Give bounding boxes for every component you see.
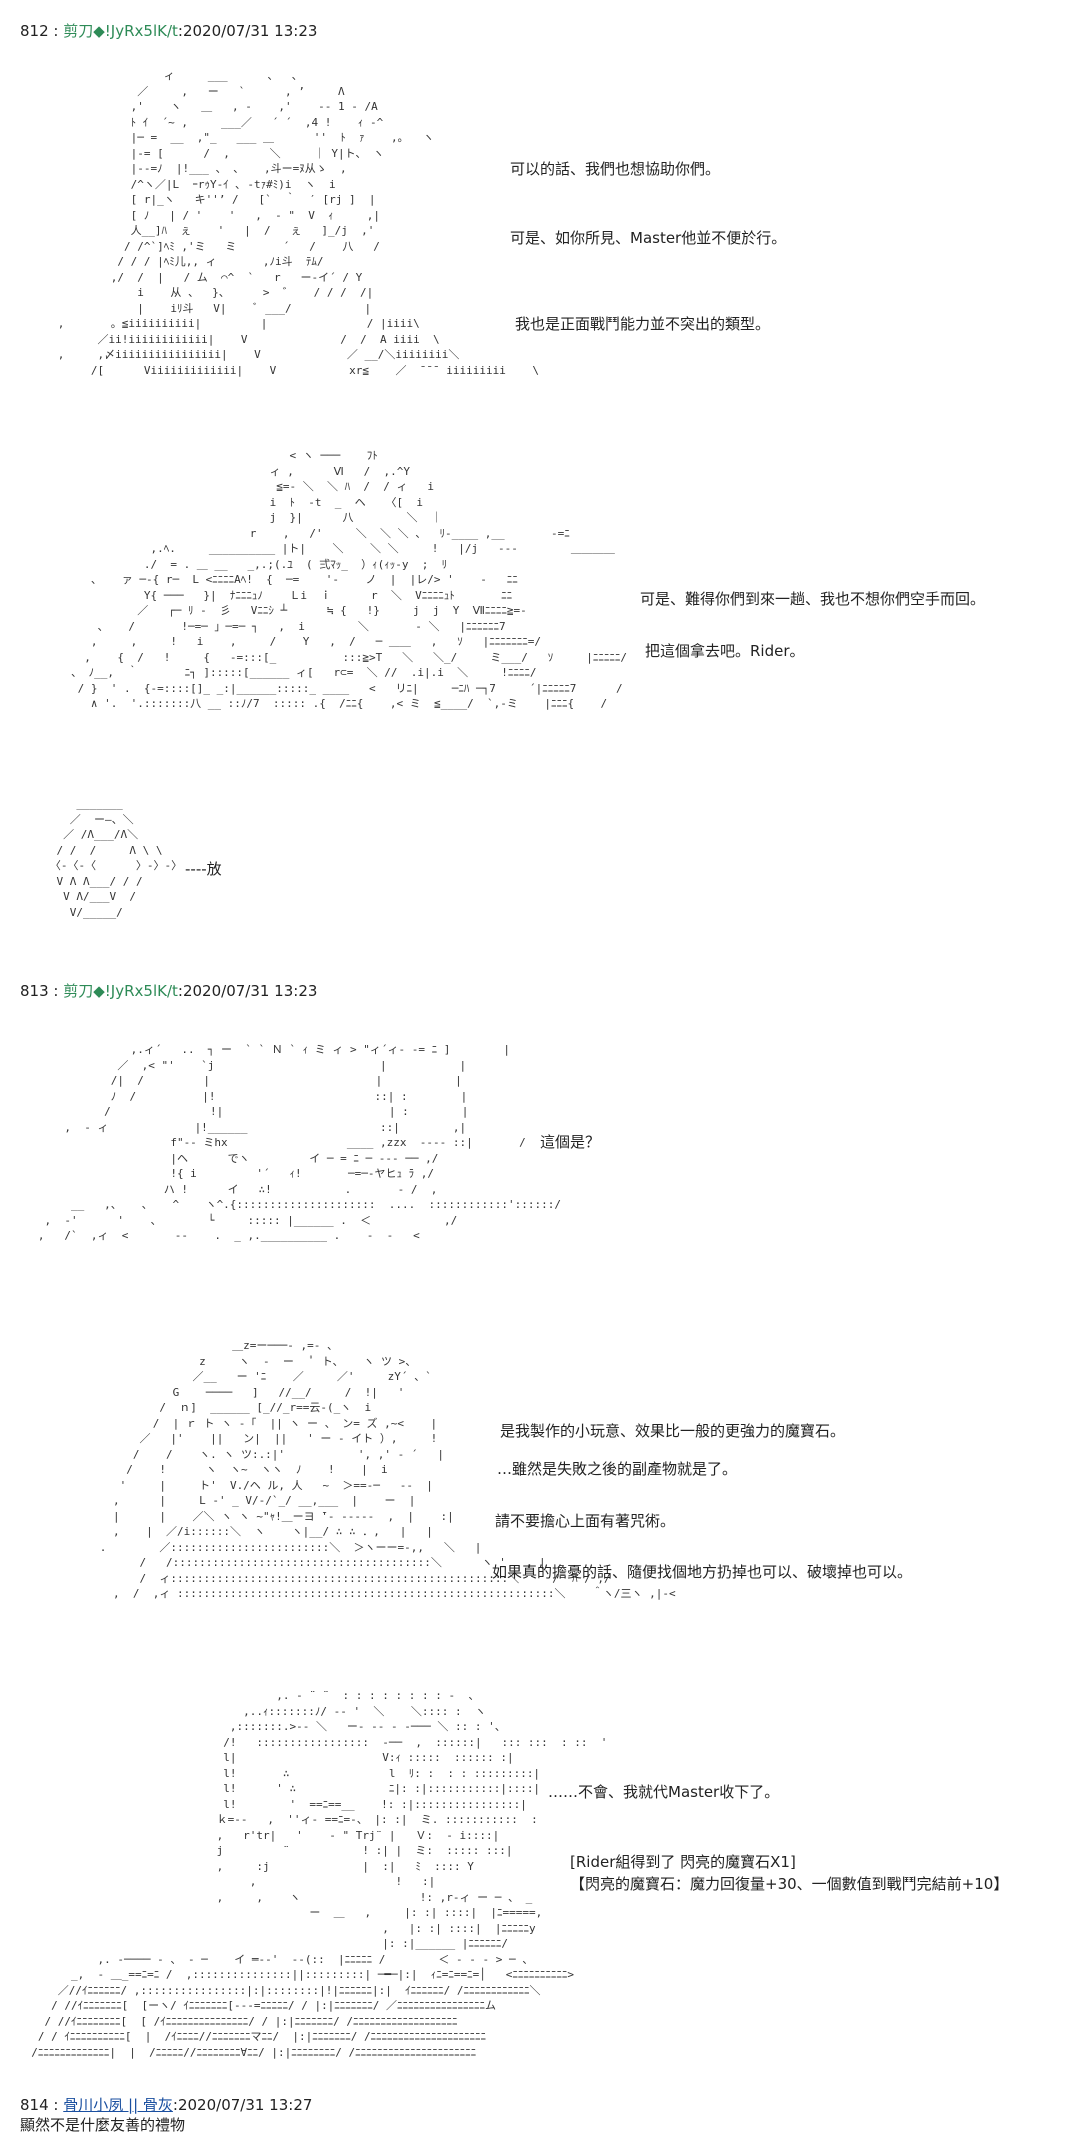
post-header: 812 : 剪刀◆!JyRx5lK/t:2020/07/31 13:23 [20,22,318,40]
system-message: [Rider組得到了 閃亮的魔寶石X1] [570,1853,796,1871]
poster-name[interactable]: 骨川小夙 || 骨灰 [63,2096,173,2114]
poster-name[interactable]: 剪刀◆ [63,982,105,1000]
system-message: 【閃亮的魔寶石：魔力回復量+30、一個數值到戰鬥完結前+10】 [570,1875,1009,1893]
dialogue-line: …雖然是失敗之後的副產物就是了。 [497,1460,738,1478]
dialogue-line: 可是、如你所見、Master他並不便於行。 [510,229,787,247]
ascii-art-figure-1: ィ ___ 、 、 ／ , ー ` , ’ Λ ,' ヽ ＿ , - ,' -‐… [57,69,539,377]
post-header: 813 : 剪刀◆!JyRx5lK/t:2020/07/31 13:23 [20,982,318,1000]
post-datetime: :2020/07/31 13:27 [172,2096,313,2114]
post-number: 814 [20,2096,49,2114]
dialogue-line: ----放 [185,860,222,878]
dialogue-line: 可是、難得你們到來一趟、我也不想你們空手而回。 [640,590,986,608]
post-number: 813 [20,982,49,1000]
dialogue-line: 如果真的擔憂的話、隨便找個地方扔掉也可以、破壞掉也可以。 [492,1563,913,1581]
post-datetime: :2020/07/31 13:23 [177,22,318,40]
ascii-art-magic-stone: _______ ／ ー―、＼ ／ /Λ___/Λ＼ / / / Λ \ \ 〈-… [49,797,183,919]
ascii-art-figure-2: < ヽ ─── ﾌﾄ ィ , Ⅵ / ,.^Y ≦=- ＼ ＼ ﾊ / / ィ … [70,449,628,710]
ascii-art-figure-3: ,.ィ´ .. ┐ ー ` ` Ｎ ` ｨ ミ ィ > "ィ´ィ‐ ‐= ﾆ ]… [37,1043,561,1242]
dialogue-line: ……不會、我就代Master收下了。 [548,1783,780,1801]
poster-name[interactable]: 剪刀◆ [63,22,105,40]
poster-trip: !JyRx5lK/t [104,982,178,1000]
post-header: 814 : 骨川小夙 || 骨灰:2020/07/31 13:27 [20,2096,313,2114]
dialogue-line: 請不要擔心上面有著咒術。 [495,1512,676,1530]
post-datetime: :2020/07/31 13:23 [177,982,318,1000]
ascii-art-figure-5: ,. ‐ ¨ ¨ : : : : : : : : ‐ 、 ,..ｨ:::::::… [31,1689,608,2059]
dialogue-line: 是我製作的小玩意、效果比一般的更強力的魔寶石。 [500,1422,846,1440]
dialogue-line: 可以的話、我們也想協助你們。 [510,160,721,178]
dialogue-line: 我也是正面戰鬥能力並不突出的類型。 [515,315,771,333]
dialogue-line: 這個是？ [540,1133,601,1151]
poster-trip: !JyRx5lK/t [104,22,178,40]
ascii-art-figure-4: ＿z=ー───‐ ,=‐ 、 z ヽ - ー ﾟ ト、 ヽ ツ >、 ／__ ー… [99,1339,676,1600]
post-body-line: 顯然不是什麼友善的禮物 [20,2116,186,2134]
post-number: 812 [20,22,49,40]
dialogue-line: 把這個拿去吧。Rider。 [645,642,805,660]
